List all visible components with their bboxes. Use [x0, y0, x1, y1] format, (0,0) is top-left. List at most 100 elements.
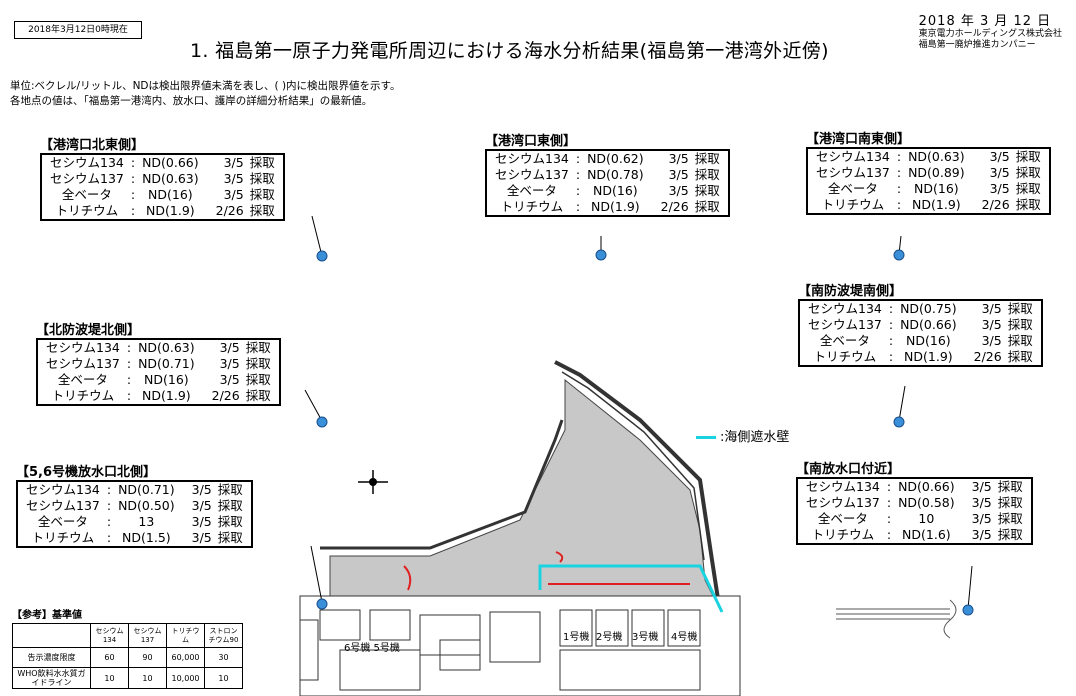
- separator: :: [888, 317, 894, 332]
- nuclide-name: 全ベータ: [817, 511, 868, 526]
- unit-2-label: 2号機: [596, 632, 623, 643]
- sample-label: 採取: [245, 388, 271, 403]
- north-breakwater-inner: [561, 371, 705, 561]
- separator: :: [886, 527, 892, 542]
- marker-icon[interactable]: [962, 604, 974, 616]
- separator: :: [126, 372, 132, 387]
- unit-1-label: 1号機: [563, 632, 590, 643]
- measured-value: ND(0.75): [900, 301, 957, 316]
- reference-row-label: 告示濃度限度: [12, 647, 91, 668]
- sample-label: 採取: [249, 171, 275, 186]
- separator: :: [896, 165, 902, 180]
- sample-date: 3/5: [971, 495, 992, 510]
- sample-label: 採取: [217, 498, 243, 513]
- red-mark-intake: [555, 551, 564, 563]
- separator: :: [896, 149, 902, 164]
- sample-label: 採取: [249, 203, 275, 218]
- separator: :: [896, 181, 902, 196]
- sample-date: 3/5: [219, 356, 240, 371]
- measured-value: ND(0.63): [142, 171, 199, 186]
- sample-label: 採取: [1007, 349, 1033, 364]
- separator: :: [130, 203, 136, 218]
- separator: :: [130, 155, 136, 170]
- marker-icon[interactable]: [316, 250, 328, 262]
- measured-value: ND(0.62): [587, 151, 644, 166]
- separator: :: [888, 301, 894, 316]
- sample-date: 2/26: [215, 203, 244, 218]
- reference-row-label: WHO飲料水水質ガイドライン: [12, 667, 91, 689]
- reference-block: 【参考】基準値 セシウム134 セシウム137 トリチウム ストロンチウム90 …: [12, 606, 243, 689]
- sample-date: 3/5: [668, 167, 689, 182]
- sample-label: 採取: [249, 187, 275, 202]
- issuer-block: 2018 年 3 月 12 日 東京電力ホールディングス株式会社 福島第一廃炉推…: [919, 10, 1062, 51]
- station-name: 【5,6号機放水口北側】: [16, 465, 157, 480]
- sample-date: 3/5: [223, 155, 244, 170]
- measured-value: ND(1.6): [902, 527, 951, 542]
- marker-icon[interactable]: [316, 598, 328, 610]
- separator: :: [575, 199, 581, 214]
- marker-icon[interactable]: [893, 249, 905, 261]
- sample-date: 3/5: [971, 511, 992, 526]
- reference-corner: [12, 623, 91, 648]
- sample-markers: [304, 215, 973, 610]
- separator: :: [126, 340, 132, 355]
- sample-label: 採取: [694, 199, 720, 214]
- separator: :: [130, 187, 136, 202]
- nuclide-name: トリチウム: [31, 530, 95, 545]
- sample-label: 採取: [997, 479, 1023, 494]
- measured-value: ND(0.66): [898, 479, 955, 494]
- separator: :: [888, 333, 894, 348]
- nuclide-name: 全ベータ: [37, 514, 88, 529]
- reference-title: 【参考】基準値: [12, 610, 82, 621]
- sample-label: 採取: [997, 527, 1023, 542]
- reference-cell: 30: [204, 647, 243, 668]
- nuclide-name: セシウム134: [808, 301, 882, 316]
- compass-icon: [358, 470, 388, 494]
- marker-icon[interactable]: [316, 416, 328, 428]
- reference-cell: 10: [204, 667, 243, 689]
- separator: :: [888, 349, 894, 364]
- separator: :: [126, 388, 132, 403]
- measured-value: ND(16): [148, 187, 193, 202]
- sample-label: 採取: [249, 155, 275, 170]
- nuclide-name: セシウム134: [495, 151, 569, 166]
- sea-waves: [836, 599, 957, 639]
- measured-value: ND(1.9): [142, 388, 191, 403]
- station-name: 【港湾口南東側】: [806, 132, 911, 147]
- nuclide-name: トリチウム: [811, 527, 875, 542]
- nuclide-name: セシウム137: [26, 498, 100, 513]
- measured-value: ND(0.63): [138, 340, 195, 355]
- sample-date: 3/5: [971, 479, 992, 494]
- marker-icon[interactable]: [595, 249, 607, 261]
- nuclide-name: トリチウム: [500, 199, 564, 214]
- reference-header: ストロンチウム90: [204, 623, 243, 648]
- measured-value: 13: [138, 514, 155, 529]
- nuclide-name: 全ベータ: [827, 181, 878, 196]
- unit-56-label: 6号機 5号機: [344, 643, 400, 654]
- marker-icon[interactable]: [893, 416, 905, 428]
- separator: :: [575, 151, 581, 166]
- legend-label: :海側遮水壁: [720, 430, 790, 445]
- sample-label: 採取: [1007, 333, 1033, 348]
- sample-label: 採取: [1015, 197, 1041, 212]
